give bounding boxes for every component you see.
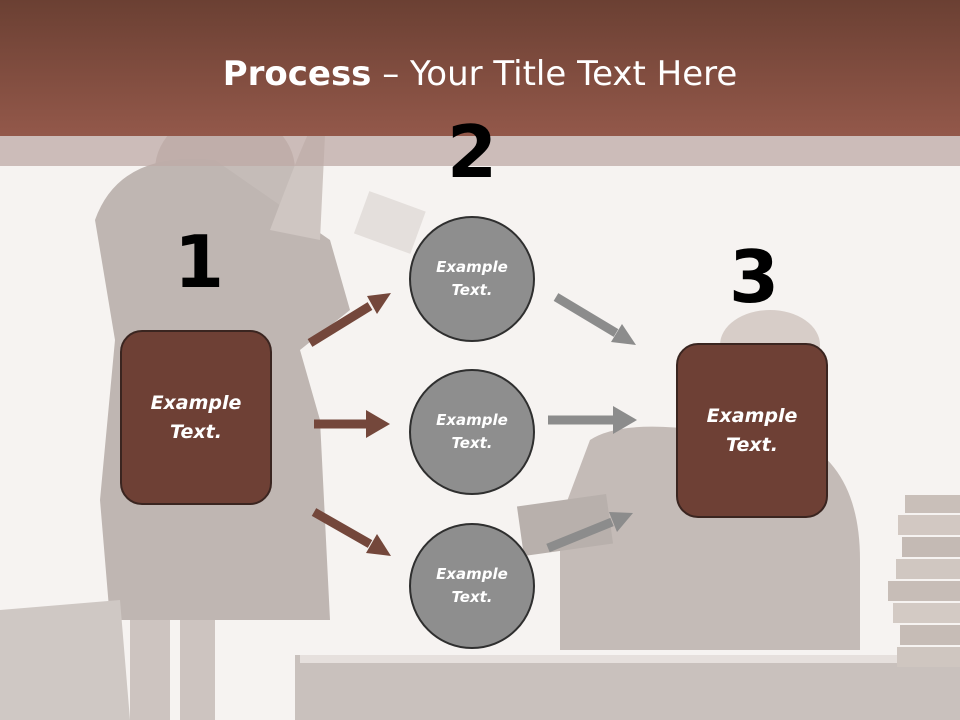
circle-top[interactable]: Example Text. xyxy=(409,216,535,342)
step-number-1: 1 xyxy=(173,220,225,304)
arrow-to-middle-circle xyxy=(314,410,390,438)
title-bar xyxy=(0,0,960,136)
step-box-right[interactable]: Example Text. xyxy=(676,343,828,518)
step-box-left[interactable]: Example Text. xyxy=(120,330,272,505)
step-number-3: 3 xyxy=(728,235,780,319)
arrow-from-top-circle xyxy=(553,293,636,345)
title-bold: Process xyxy=(222,54,372,94)
circle-middle[interactable]: Example Text. xyxy=(409,369,535,495)
arrow-from-bottom-circle xyxy=(546,512,633,553)
step-number-2: 2 xyxy=(446,110,498,194)
arrow-to-top-circle xyxy=(307,293,391,347)
arrow-to-bottom-circle xyxy=(311,508,391,556)
slide-title: Process – Your Title Text Here xyxy=(0,52,960,96)
circle-bottom[interactable]: Example Text. xyxy=(409,523,535,649)
title-rest: – Your Title Text Here xyxy=(371,54,738,94)
arrow-from-middle-circle xyxy=(548,406,637,434)
title-bar-band xyxy=(0,136,960,166)
